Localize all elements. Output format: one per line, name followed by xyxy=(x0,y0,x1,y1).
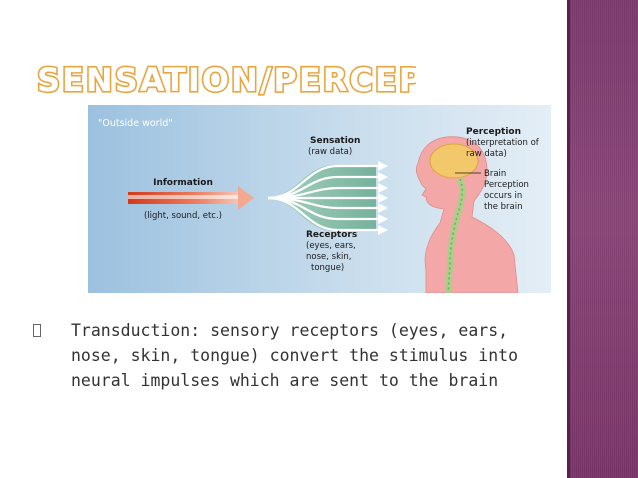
outside-world-label: "Outside world" xyxy=(98,118,173,129)
receptors-sub-1: (eyes, ears, xyxy=(306,241,356,251)
title-outline: SENSATION/PERCEPTION xyxy=(37,61,416,98)
bullet-text: Transduction: sensory receptors (eyes, e… xyxy=(71,321,519,390)
receptors-sub-2: nose, skin, xyxy=(306,252,351,262)
bullet-marker-icon xyxy=(33,324,41,337)
receptor-fan xyxy=(263,161,388,235)
sensation-perception-diagram: "Outside world" Information (light, soun… xyxy=(88,105,551,293)
sidebar-edge xyxy=(567,0,570,478)
decorative-sidebar xyxy=(567,0,638,478)
title-text: SENSATION/PERCEPTION xyxy=(37,61,416,98)
bullet-point: Transduction: sensory receptors (eyes, e… xyxy=(33,318,577,393)
slide-title: SENSATION/PERCEPTION SENSATION/PERCEPTIO… xyxy=(36,59,416,98)
brain-label-1: Brain xyxy=(484,169,506,179)
human-figure xyxy=(415,136,519,293)
sensation-label: Sensation xyxy=(310,136,360,146)
perception-sub-2: raw data) xyxy=(466,149,507,159)
brain-label-3: occurs in xyxy=(484,191,522,201)
receptors-label: Receptors xyxy=(306,230,357,240)
information-sub: (light, sound, etc.) xyxy=(144,211,222,221)
perception-label: Perception xyxy=(466,127,521,137)
brain-label-2: Perception xyxy=(484,180,529,190)
information-label: Information xyxy=(153,178,213,188)
information-arrow xyxy=(128,186,254,210)
receptors-sub-3: tongue) xyxy=(311,263,344,273)
brain-label-4: the brain xyxy=(484,202,523,212)
perception-sub-1: (interpretation of xyxy=(466,138,540,148)
sensation-sub: (raw data) xyxy=(308,147,352,157)
